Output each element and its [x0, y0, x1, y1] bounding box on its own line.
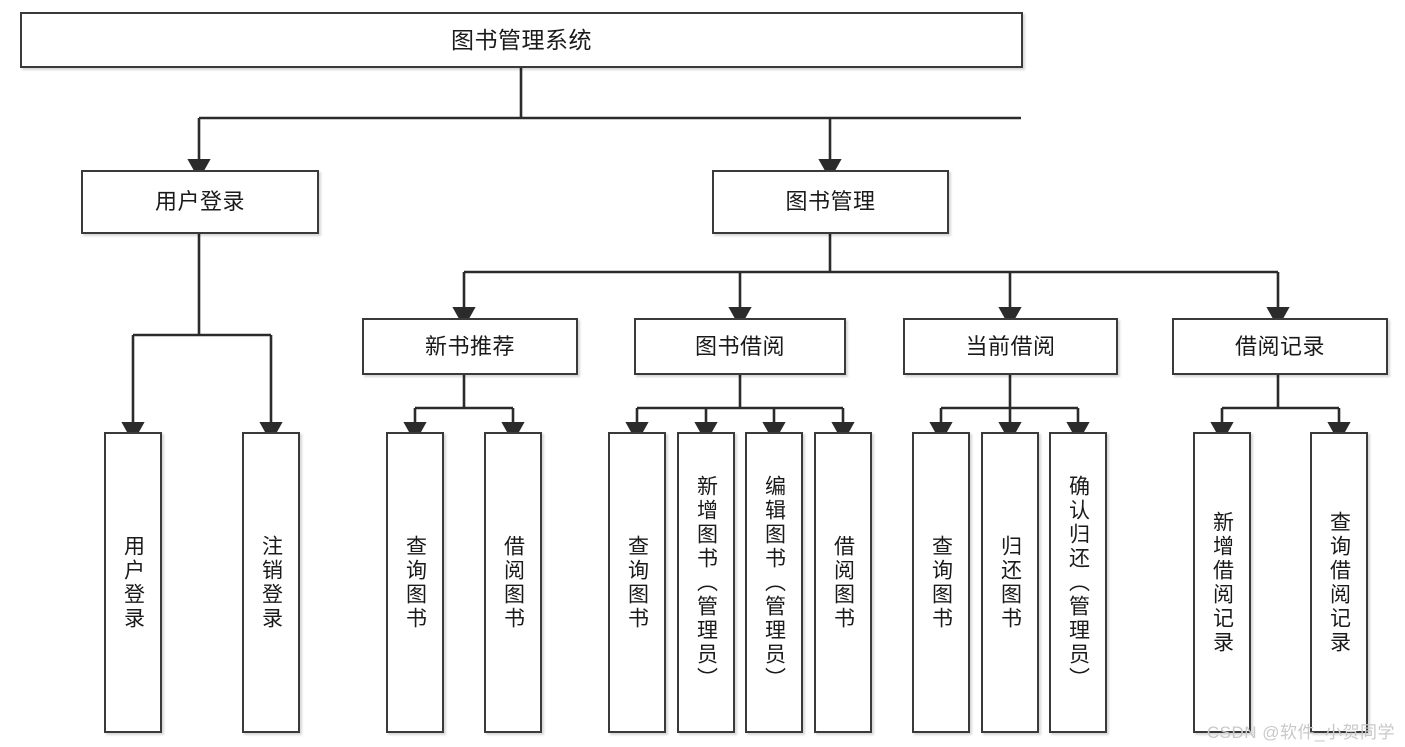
leaf-record-query-record[interactable]: 查询借阅记录 — [1310, 432, 1368, 733]
node-book-borrow[interactable]: 图书借阅 — [634, 318, 846, 375]
leaf-current-query-book[interactable]: 查询图书 — [912, 432, 970, 733]
node-label: 注销登录 — [259, 534, 283, 631]
leaf-new-book-query[interactable]: 查询图书 — [386, 432, 444, 733]
leaf-borrow-edit-book[interactable]: 编辑图书（管理员） — [745, 432, 803, 733]
node-label: 新增图书（管理员） — [694, 474, 718, 691]
leaf-borrow-query-book[interactable]: 查询图书 — [608, 432, 666, 733]
node-label: 确认归还（管理员） — [1066, 474, 1090, 691]
leaf-current-confirm-return[interactable]: 确认归还（管理员） — [1049, 432, 1107, 733]
node-label: 图书借阅 — [694, 333, 785, 359]
node-label: 借阅图书 — [501, 534, 525, 631]
node-label: 新增借阅记录 — [1210, 510, 1234, 655]
node-label: 新书推荐 — [424, 333, 515, 359]
node-label: 查询图书 — [625, 534, 649, 631]
node-label: 图书管理系统 — [451, 26, 592, 53]
node-label: 用户登录 — [121, 534, 145, 631]
leaf-record-add-record[interactable]: 新增借阅记录 — [1193, 432, 1251, 733]
node-user-login[interactable]: 用户登录 — [81, 170, 319, 234]
node-label: 借阅记录 — [1234, 333, 1325, 359]
node-label: 借阅图书 — [831, 534, 855, 631]
node-label: 用户登录 — [154, 189, 245, 215]
node-label: 归还图书 — [998, 534, 1022, 631]
node-label: 当前借阅 — [965, 333, 1056, 359]
node-book-management[interactable]: 图书管理 — [712, 170, 949, 234]
node-label: 编辑图书（管理员） — [762, 474, 786, 691]
leaf-new-book-borrow[interactable]: 借阅图书 — [484, 432, 542, 733]
node-current-borrow[interactable]: 当前借阅 — [903, 318, 1118, 375]
watermark-text: CSDN @软件_小贺同学 — [1206, 723, 1395, 742]
leaf-borrow-borrow-book[interactable]: 借阅图书 — [814, 432, 872, 733]
node-root-system[interactable]: 图书管理系统 — [20, 12, 1023, 68]
node-borrow-record[interactable]: 借阅记录 — [1172, 318, 1388, 375]
node-label: 图书管理 — [785, 189, 876, 215]
leaf-user-login-login[interactable]: 用户登录 — [104, 432, 162, 733]
leaf-user-login-logout[interactable]: 注销登录 — [242, 432, 300, 733]
node-new-book-recommend[interactable]: 新书推荐 — [362, 318, 578, 375]
leaf-borrow-add-book[interactable]: 新增图书（管理员） — [677, 432, 735, 733]
node-label: 查询图书 — [929, 534, 953, 631]
node-label: 查询借阅记录 — [1327, 510, 1351, 655]
node-label: 查询图书 — [403, 534, 427, 631]
leaf-current-return-book[interactable]: 归还图书 — [981, 432, 1039, 733]
